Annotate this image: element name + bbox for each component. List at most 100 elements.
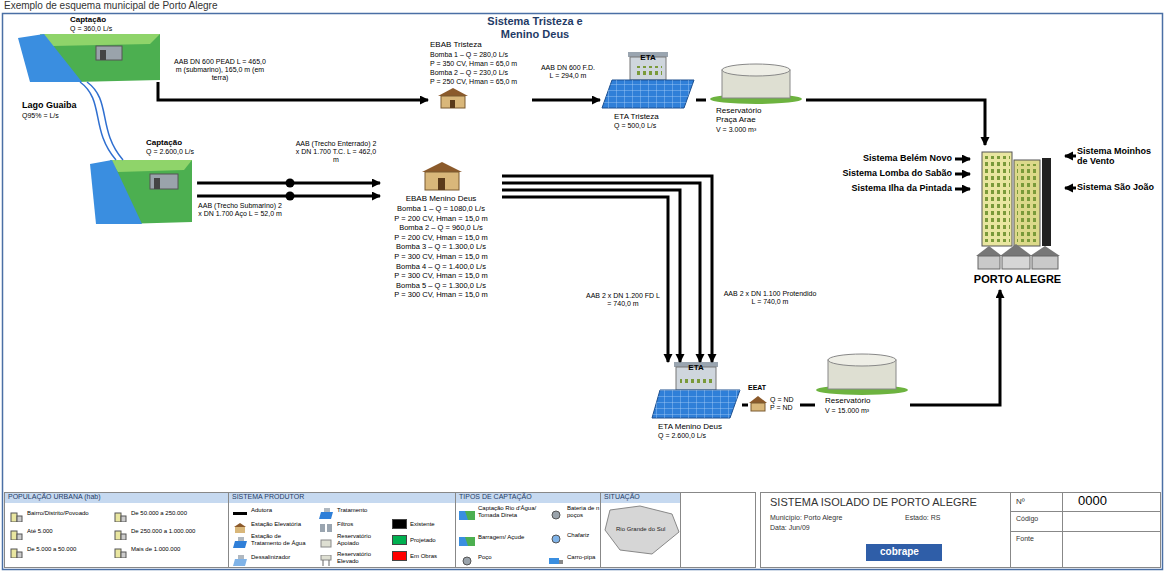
pipeline	[197, 195, 380, 198]
title-block	[1011, 493, 1161, 568]
legend-symbol	[232, 508, 248, 519]
reservoir-icon	[816, 354, 908, 395]
legend-symbol	[233, 513, 247, 514]
node-label: Sistema São João	[1077, 182, 1154, 192]
legend-symbol	[320, 524, 325, 532]
legend-symbol	[121, 552, 126, 558]
legend-symbol	[11, 549, 17, 558]
legend-symbol	[115, 549, 126, 558]
legend-symbol	[232, 555, 248, 566]
node-label: Bomba 4 – Q = 1.400,0 L/s	[396, 263, 486, 272]
legend-frame	[5, 493, 228, 503]
legend-frame	[5, 493, 756, 568]
node-label: Sistema Lomba do Sabão	[842, 168, 952, 178]
intake-icon	[18, 34, 160, 82]
node-label: Reservatório Praça Arae	[716, 106, 782, 124]
legend-item: Poço	[459, 552, 492, 563]
legend-swatch	[392, 519, 407, 529]
system-node: PORTO ALEGRE	[970, 145, 1065, 290]
pipeline	[158, 82, 428, 100]
legend-symbol	[233, 555, 247, 566]
system-node: ETAETA Menino DeusQ = 2.600,0 L/s	[650, 362, 742, 444]
pipeline	[502, 176, 712, 362]
node-label: Q = 360,0 L/s	[70, 25, 112, 33]
legend-symbol	[549, 558, 563, 564]
intake-icon	[154, 178, 160, 189]
pump-station-icon	[450, 100, 455, 108]
legend-text: Estação de Tratamento de Água	[251, 533, 311, 547]
legend-symbol	[8, 544, 24, 555]
legend-symbol	[548, 552, 564, 563]
node-label: EBAB Tristeza	[430, 40, 482, 49]
node-label: Sistema Ilha da Pintada	[851, 183, 952, 193]
legend-symbol	[11, 513, 17, 522]
node-label: P = 350 CV, Hman = 65,0 m	[430, 60, 517, 68]
legend-symbol	[321, 540, 331, 547]
city-icon	[976, 152, 1060, 269]
legend-symbol	[112, 544, 128, 555]
legend-text: Dessalinizador	[251, 554, 290, 561]
node-label: Q = 2.600,0 L/s	[658, 432, 706, 440]
node-label: Bomba 3 – Q = 1.300,0 L/s	[396, 243, 486, 252]
legend-text: Bairro/Distrito/Povoado	[27, 510, 89, 517]
legend-text: Reservatório Apoiado	[337, 533, 389, 547]
legend-symbol	[8, 508, 24, 519]
intake-icon	[90, 160, 192, 224]
city-icon	[1002, 256, 1030, 269]
treatment-plant-icon	[634, 66, 662, 76]
legend-symbol	[232, 522, 248, 533]
legend-frame	[5, 493, 756, 568]
pump-station-icon	[438, 88, 468, 96]
legend-symbol	[321, 540, 331, 547]
legend-symbol	[318, 534, 334, 545]
system-node: ETAETA TristezaQ = 500,0 L/s	[600, 50, 696, 136]
intake-icon	[90, 160, 142, 224]
legend-symbol	[459, 537, 468, 546]
city-icon	[976, 246, 1002, 256]
node-label: Lago Guaiba	[22, 100, 77, 110]
pipeline	[532, 99, 600, 102]
legend-symbol	[112, 547, 128, 558]
legend-item: Tratamento	[318, 505, 367, 516]
legend-text: De 5.000 a 50.000	[27, 546, 76, 553]
treatment-plant-icon	[652, 390, 740, 418]
legend-symbol	[232, 537, 248, 548]
legend-item: Reservatório Elevado	[318, 551, 389, 565]
node-label: ETA	[688, 363, 703, 372]
pipeline	[502, 183, 700, 362]
legend-symbol	[459, 511, 475, 520]
system-node: Reservatório Praça AraeV = 3.000 m³	[706, 62, 806, 136]
label-text: Exemplo de esquema municipal de Porto Al…	[4, 0, 217, 12]
node-label: Q95% = L/s	[22, 112, 59, 120]
legend-frame	[229, 493, 455, 503]
legend-symbol	[112, 529, 128, 540]
legend-item: Captação Rio d'Água/ Tomada Direta	[459, 505, 544, 519]
system-node: EEATQ = ND P = ND	[748, 384, 800, 424]
pump-station-icon	[422, 162, 462, 190]
node-label: Bomba 1 – Q = 280,0 L/s	[430, 51, 508, 59]
pump-station-icon	[749, 396, 767, 403]
legend-item: Projetado	[392, 535, 436, 545]
page-frame	[3, 14, 1163, 570]
pipe-label: AAB (Trecho Enterrado) 2 x DN 1.700 T.C.…	[292, 140, 380, 164]
legend-symbol	[233, 512, 247, 515]
pipe-label: AAB DN 600 PEAD L = 465,0 m (submarino),…	[172, 58, 268, 82]
system-node: Sistema Moinhos de Vento	[1076, 146, 1160, 169]
legend-text: De 250.000 a 1.000.000	[131, 528, 195, 535]
system-node: EBAB Menino DeusBomba 1 – Q = 1080,0 L/s…	[380, 158, 502, 304]
legend-symbol	[548, 509, 564, 520]
pipe-label: AAB 2 x DN 1.100 Protendido L = 740,0 m	[720, 290, 820, 306]
legend-symbol	[459, 532, 475, 543]
legend-item: Adutora	[232, 505, 272, 516]
legend-symbol	[323, 560, 329, 566]
legend-item: De 5.000 a 50.000	[8, 544, 76, 555]
intake-icon	[110, 160, 192, 172]
legend-symbol	[8, 547, 24, 558]
legend-symbol	[11, 531, 22, 540]
intake-icon	[150, 174, 178, 189]
legend-symbol	[8, 526, 24, 537]
pipeline	[955, 188, 970, 191]
node-label: Reservatório	[825, 396, 870, 405]
legend-symbol	[552, 511, 560, 519]
